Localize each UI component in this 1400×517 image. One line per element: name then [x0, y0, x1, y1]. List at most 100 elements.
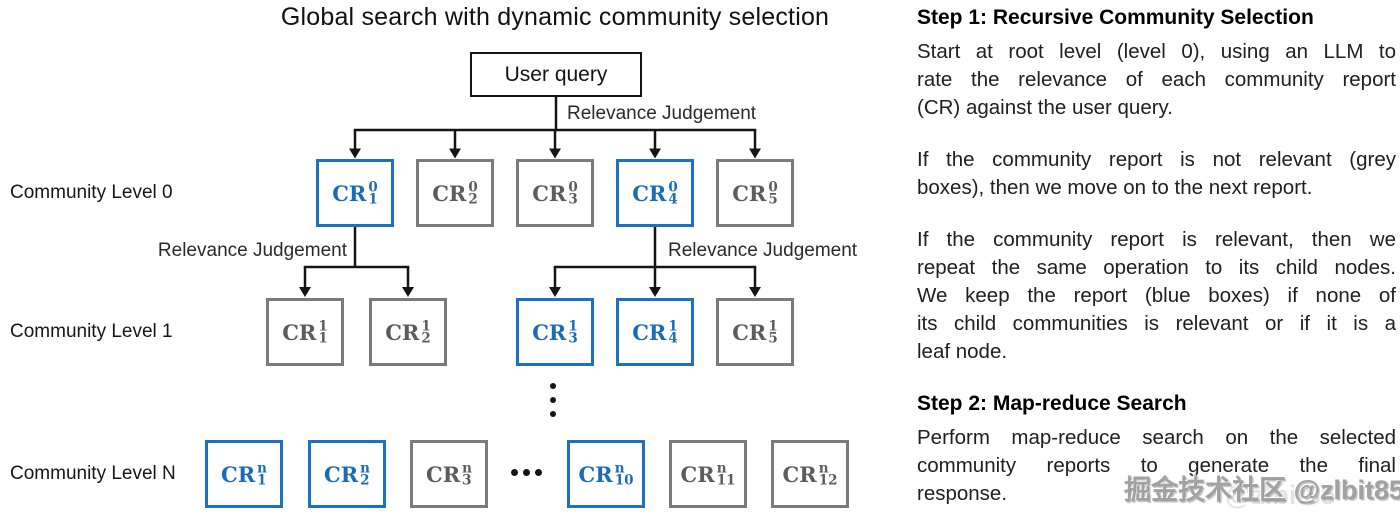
cr-superscript: n: [360, 460, 370, 477]
cr-superscript: 0: [768, 179, 778, 196]
cr-subscript: 3: [568, 191, 578, 208]
cr-superscript: n: [462, 460, 472, 477]
watermark-ghost: @zlbit85: [1225, 480, 1336, 510]
cr-superscript: n: [818, 460, 829, 477]
step-paragraph-line: repeat the same operation to its child n…: [917, 256, 1396, 279]
step-paragraph-line: response.: [917, 482, 1008, 505]
cr-superscript: 0: [568, 179, 578, 196]
cr-base-label: CR: [385, 319, 420, 345]
cr-superscript: 1: [668, 318, 678, 335]
step-paragraph-line: Perform map-reduce search on the selecte…: [917, 426, 1396, 449]
cr-base-label: CR: [782, 461, 817, 487]
vertical-ellipsis-icon: [550, 383, 556, 417]
user-query-box: User query: [470, 52, 642, 97]
cr-subscript: 12: [818, 472, 838, 489]
cr-base-label: CR: [324, 461, 359, 487]
cr-base-label: CR: [532, 319, 567, 345]
cr-base-label: CR: [632, 319, 667, 345]
cr-subscript: 5: [768, 330, 778, 347]
cr-base-label: CR: [332, 180, 367, 206]
cr-subscript: 1: [318, 330, 328, 347]
cr-base-label: CR: [578, 461, 613, 487]
connector-lines: [299, 97, 761, 297]
cr-superscript: 0: [468, 179, 478, 196]
cr-subscript: 2: [421, 330, 431, 347]
relevance-judgement-label-right: Relevance Judgement: [668, 240, 858, 261]
cr-subscript: 4: [668, 330, 678, 347]
step-paragraph-line: rate the relevance of each community rep…: [917, 68, 1396, 91]
cr-superscript: 1: [421, 318, 431, 335]
community-level-1-label: Community Level 1: [10, 321, 173, 342]
cr-superscript: n: [257, 460, 267, 477]
cr-superscript: n: [614, 460, 625, 477]
step-paragraph: If the community report is not relevant …: [917, 146, 1396, 202]
community-level-0-label: Community Level 0: [10, 182, 173, 203]
cr-superscript: 1: [318, 318, 328, 335]
step-paragraph: If the community report is relevant, the…: [917, 226, 1396, 366]
step-heading: Step 1: Recursive Community Selection: [917, 6, 1314, 29]
step-paragraph-line: We keep the report (blue boxes) if none …: [917, 284, 1396, 307]
cr-base-label: CR: [732, 180, 767, 206]
step-paragraph-line: leaf node.: [917, 340, 1008, 363]
cr-base-label: CR: [732, 319, 767, 345]
step-paragraph-line: community reports to generate the final: [917, 454, 1396, 477]
cr-subscript: 3: [568, 330, 578, 347]
step-paragraph-line: its child communities is relevant or if …: [917, 312, 1396, 335]
relevance-judgement-label-top: Relevance Judgement: [567, 103, 757, 124]
user-query-label: User query: [504, 62, 608, 86]
cr-subscript: 1: [257, 472, 267, 489]
relevance-judgement-label-left: Relevance Judgement: [157, 240, 347, 261]
cr-base-label: CR: [432, 180, 467, 206]
step-paragraph-line: (CR) against the user query.: [917, 96, 1173, 119]
diagram-title: Global search with dynamic community sel…: [280, 3, 830, 31]
cr-base-label: CR: [532, 180, 567, 206]
cr-base-label: CR: [680, 461, 715, 487]
cr-superscript: 1: [568, 318, 578, 335]
step-paragraph-line: boxes), then we move on to the next repo…: [917, 176, 1313, 199]
cr-subscript: 11: [716, 472, 736, 489]
cr-subscript: 10: [614, 472, 634, 489]
step-paragraph-line: If the community report is not relevant …: [917, 148, 1396, 171]
step-paragraph-line: Start at root level (level 0), using an …: [917, 40, 1396, 63]
cr-subscript: 2: [468, 191, 478, 208]
cr-superscript: 0: [668, 179, 678, 196]
cr-base-label: CR: [426, 461, 461, 487]
step-paragraph: Start at root level (level 0), using an …: [917, 38, 1396, 122]
horizontal-ellipsis-icon: [511, 469, 542, 476]
diagram-panel: Global search with dynamic community sel…: [10, 3, 858, 508]
cr-subscript: 3: [462, 472, 472, 489]
cr-subscript: 5: [768, 191, 778, 208]
cr-superscript: n: [716, 460, 727, 477]
cr-base-label: CR: [221, 461, 256, 487]
cr-subscript: 4: [668, 191, 678, 208]
